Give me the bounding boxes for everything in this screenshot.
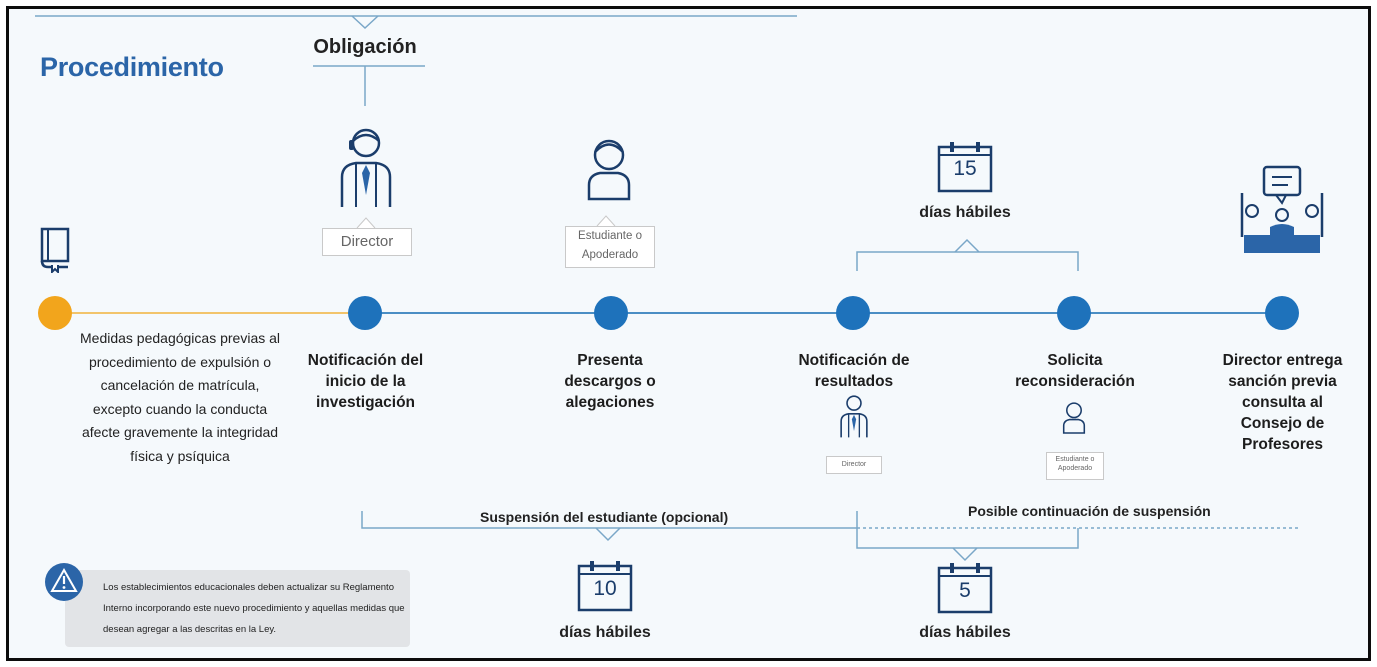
infographic-frame: Procedimiento Obligación Director Estudi…	[6, 6, 1371, 661]
deadline-5-label: días hábiles	[919, 624, 1011, 641]
timeline-dot-2	[594, 296, 628, 330]
student-small-icon	[1062, 402, 1086, 434]
calendar-number-15: 15	[953, 157, 977, 180]
page-title: Procedimiento	[40, 52, 224, 82]
council-meeting-icon	[1240, 165, 1324, 253]
calendar-icon-15	[937, 142, 993, 193]
calendar-icon-10	[577, 561, 633, 612]
book-icon	[40, 227, 70, 273]
director-small-icon	[840, 395, 868, 438]
step-4-label: Solicita reconsideración	[1015, 352, 1135, 390]
connector-lines	[35, 15, 1300, 562]
director-small-tag: Director	[826, 456, 882, 474]
timeline-dot-3	[836, 296, 870, 330]
continuation-label: Posible continuación de suspensión	[968, 503, 1211, 519]
timeline-dot-4	[1057, 296, 1091, 330]
student-small-tag: Estudiante o Apoderado	[1046, 452, 1104, 480]
director-icon	[340, 128, 392, 207]
note-box	[65, 570, 410, 647]
intro-description: Medidas pedagógicas previas al procedimi…	[80, 330, 281, 464]
obligation-label: Obligación	[313, 36, 417, 58]
step-3-label: Notificación de resultados	[798, 352, 910, 390]
deadline-10-label: días hábiles	[559, 624, 651, 641]
timeline-dot-1	[348, 296, 382, 330]
warning-icon	[45, 563, 83, 601]
suspension-label: Suspensión del estudiante (opcional)	[480, 509, 729, 525]
calendar-icon-5	[937, 563, 993, 614]
timeline-dot-5	[1265, 296, 1299, 330]
student-tag: Estudiante o Apoderado	[565, 226, 655, 268]
calendar-number-5: 5	[959, 579, 971, 602]
student-icon	[587, 139, 631, 201]
step-5-label: Director entrega sanción previa consulta…	[1222, 352, 1343, 453]
timeline-dot-start	[38, 296, 72, 330]
calendar-number-10: 10	[593, 577, 617, 600]
deadline-15-label: días hábiles	[919, 204, 1011, 221]
step-1-label: Notificación del inicio de la investigac…	[307, 352, 424, 411]
note-text: Los establecimientos educacionales deben…	[103, 582, 405, 635]
step-2-label: Presenta descargos o alegaciones	[564, 352, 656, 411]
director-tag: Director	[322, 228, 412, 256]
